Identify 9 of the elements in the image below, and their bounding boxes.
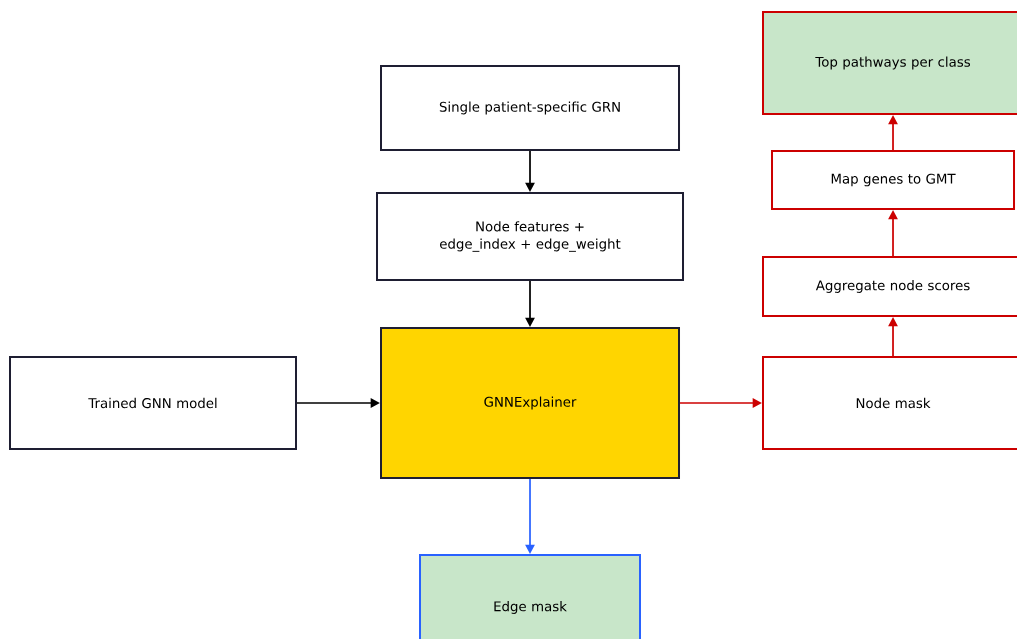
- process-box: Single patient-specific GRN: [380, 65, 680, 151]
- output-box: Edge mask: [419, 553, 641, 639]
- process-box: Trained GNN model: [9, 356, 297, 450]
- process-box: Aggregate node scores: [762, 256, 1017, 317]
- process-box: Node mask: [762, 356, 1017, 450]
- explainer-box: GNNExplainer: [380, 327, 680, 479]
- output-box: Top pathways per class: [762, 11, 1017, 115]
- process-box: Node features + edge_index + edge_weight: [376, 192, 684, 281]
- process-box: Map genes to GMT: [771, 150, 1015, 210]
